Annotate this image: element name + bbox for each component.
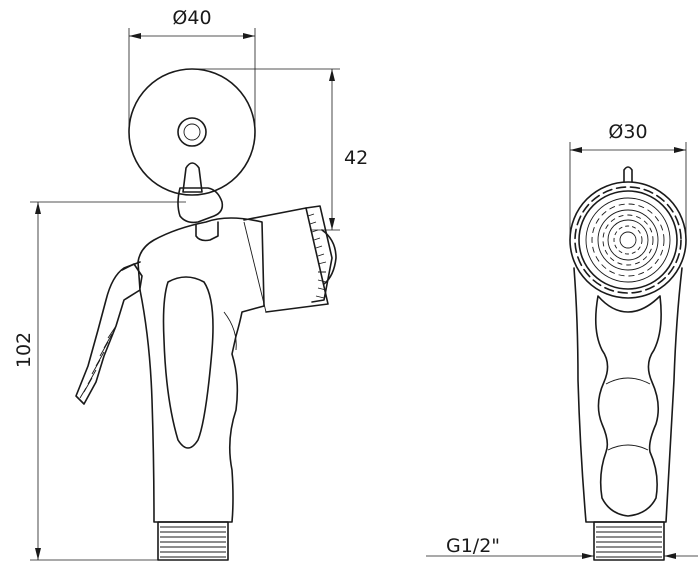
thread-connector-front bbox=[593, 521, 665, 561]
dimension-head-diameter: Ø30 bbox=[569, 121, 687, 240]
trigger bbox=[75, 261, 143, 405]
thread-label: G1/2" bbox=[446, 535, 500, 557]
side-view bbox=[75, 68, 337, 561]
handle-body bbox=[137, 217, 265, 523]
grip-front bbox=[573, 267, 683, 523]
overall-height-label: 102 bbox=[13, 332, 35, 368]
diverter-wheel bbox=[128, 68, 256, 196]
nozzle-head bbox=[243, 205, 337, 313]
wheel-height-label: 42 bbox=[344, 147, 368, 169]
spray-face bbox=[569, 166, 687, 299]
thread-connector-side bbox=[157, 521, 229, 561]
dimension-overall-height: 102 bbox=[13, 201, 186, 561]
front-view bbox=[569, 166, 687, 561]
dimension-thread: G1/2" bbox=[426, 535, 698, 559]
head-diameter-label: Ø30 bbox=[608, 121, 647, 143]
wheel-diameter-label: Ø40 bbox=[172, 7, 211, 29]
lever bbox=[177, 162, 224, 242]
dimension-wheel-diameter: Ø40 bbox=[128, 7, 256, 132]
dimension-wheel-height: 42 bbox=[192, 68, 368, 231]
